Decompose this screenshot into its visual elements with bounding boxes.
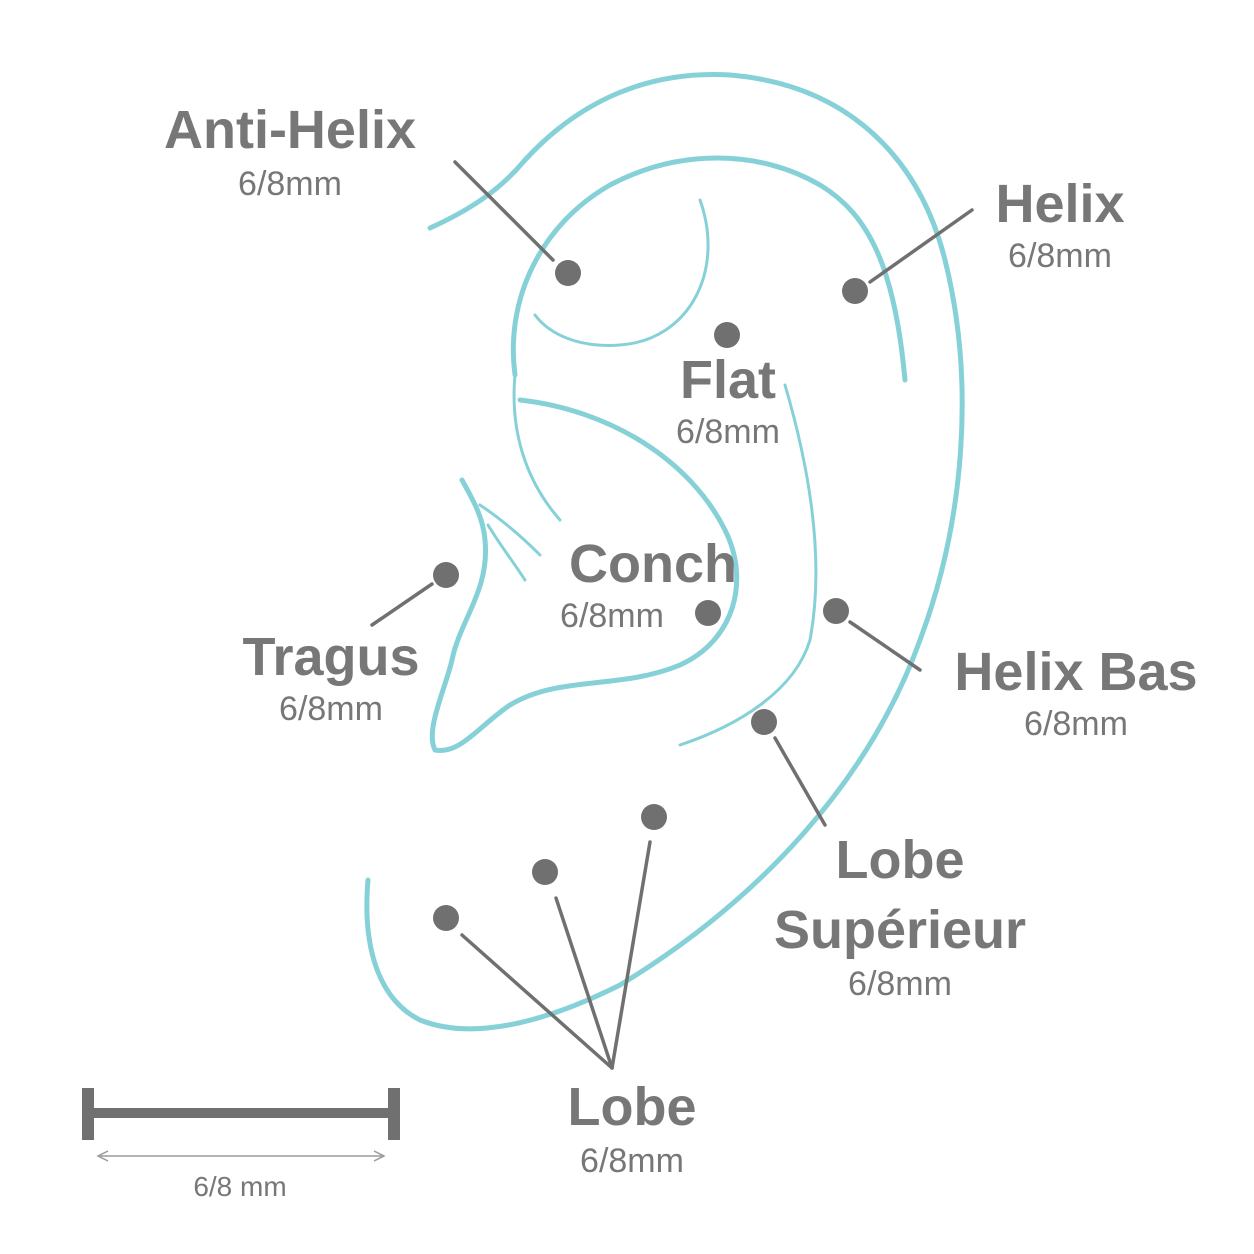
label-helix-name: Helix	[995, 174, 1124, 234]
label-anti-helix-size: 6/8mm	[238, 165, 342, 203]
marker-helix-bas	[823, 598, 849, 624]
ear-antitragus-2	[486, 523, 527, 582]
leader-helix-bas	[848, 620, 922, 672]
label-anti-helix-name: Anti-Helix	[164, 100, 416, 160]
marker-helix	[842, 278, 868, 304]
leader-helix	[868, 208, 974, 284]
label-helix-bas-name: Helix Bas	[954, 642, 1197, 702]
ear-inner-helix	[510, 155, 908, 383]
ear-helix-inner-right	[678, 383, 818, 747]
piercing-markers	[433, 260, 868, 931]
label-helix-bas-size: 6/8mm	[1024, 705, 1128, 743]
marker-lobe-1	[433, 905, 459, 931]
leader-tragus	[370, 582, 434, 627]
ear-antihelix-curve	[533, 198, 710, 347]
leader-lobe-superieur	[773, 736, 827, 827]
scale-bar-label: 6/8 mm	[193, 1171, 286, 1202]
label-lobe-size: 6/8mm	[580, 1142, 684, 1180]
scale-bar-arrow-left-head	[96, 1150, 109, 1162]
ear-antihelix-stroke	[512, 373, 562, 522]
scale-bar-arrow-right-head	[373, 1150, 386, 1162]
label-conch-name: Conch	[569, 534, 737, 594]
ear-outline	[364, 71, 965, 1032]
marker-flat	[714, 322, 740, 348]
leader-lobe-3	[610, 840, 652, 1070]
marker-tragus	[433, 562, 459, 588]
scale-bar: 6/8 mm	[82, 1088, 400, 1202]
leader-lines	[370, 160, 974, 1070]
labels: Anti-Helix 6/8mm Helix 6/8mm Flat 6/8mm …	[164, 100, 1198, 1180]
label-flat-name: Flat	[680, 350, 776, 410]
label-lobe-superieur-line2: Supérieur	[774, 900, 1026, 960]
label-flat-size: 6/8mm	[676, 413, 780, 451]
ear-outer-rim	[364, 71, 965, 1032]
label-helix-size: 6/8mm	[1008, 237, 1112, 275]
label-lobe-name: Lobe	[568, 1077, 697, 1137]
marker-lobe-3	[641, 804, 667, 830]
marker-lobe-2	[532, 859, 558, 885]
leader-lobe-1	[460, 933, 614, 1070]
ear-concha	[429, 397, 740, 753]
marker-conch	[695, 600, 721, 626]
label-lobe-superieur-size: 6/8mm	[848, 965, 952, 1003]
leader-anti-helix	[453, 160, 555, 262]
label-conch-size: 6/8mm	[560, 597, 664, 635]
label-lobe-superieur-line1: Lobe	[836, 830, 965, 890]
leader-lobe-2	[554, 896, 614, 1070]
label-tragus-size: 6/8mm	[279, 690, 383, 728]
label-tragus-name: Tragus	[242, 627, 419, 687]
ear-antitragus	[478, 503, 542, 557]
marker-lobe-superieur	[751, 709, 777, 735]
marker-anti-helix	[555, 260, 581, 286]
